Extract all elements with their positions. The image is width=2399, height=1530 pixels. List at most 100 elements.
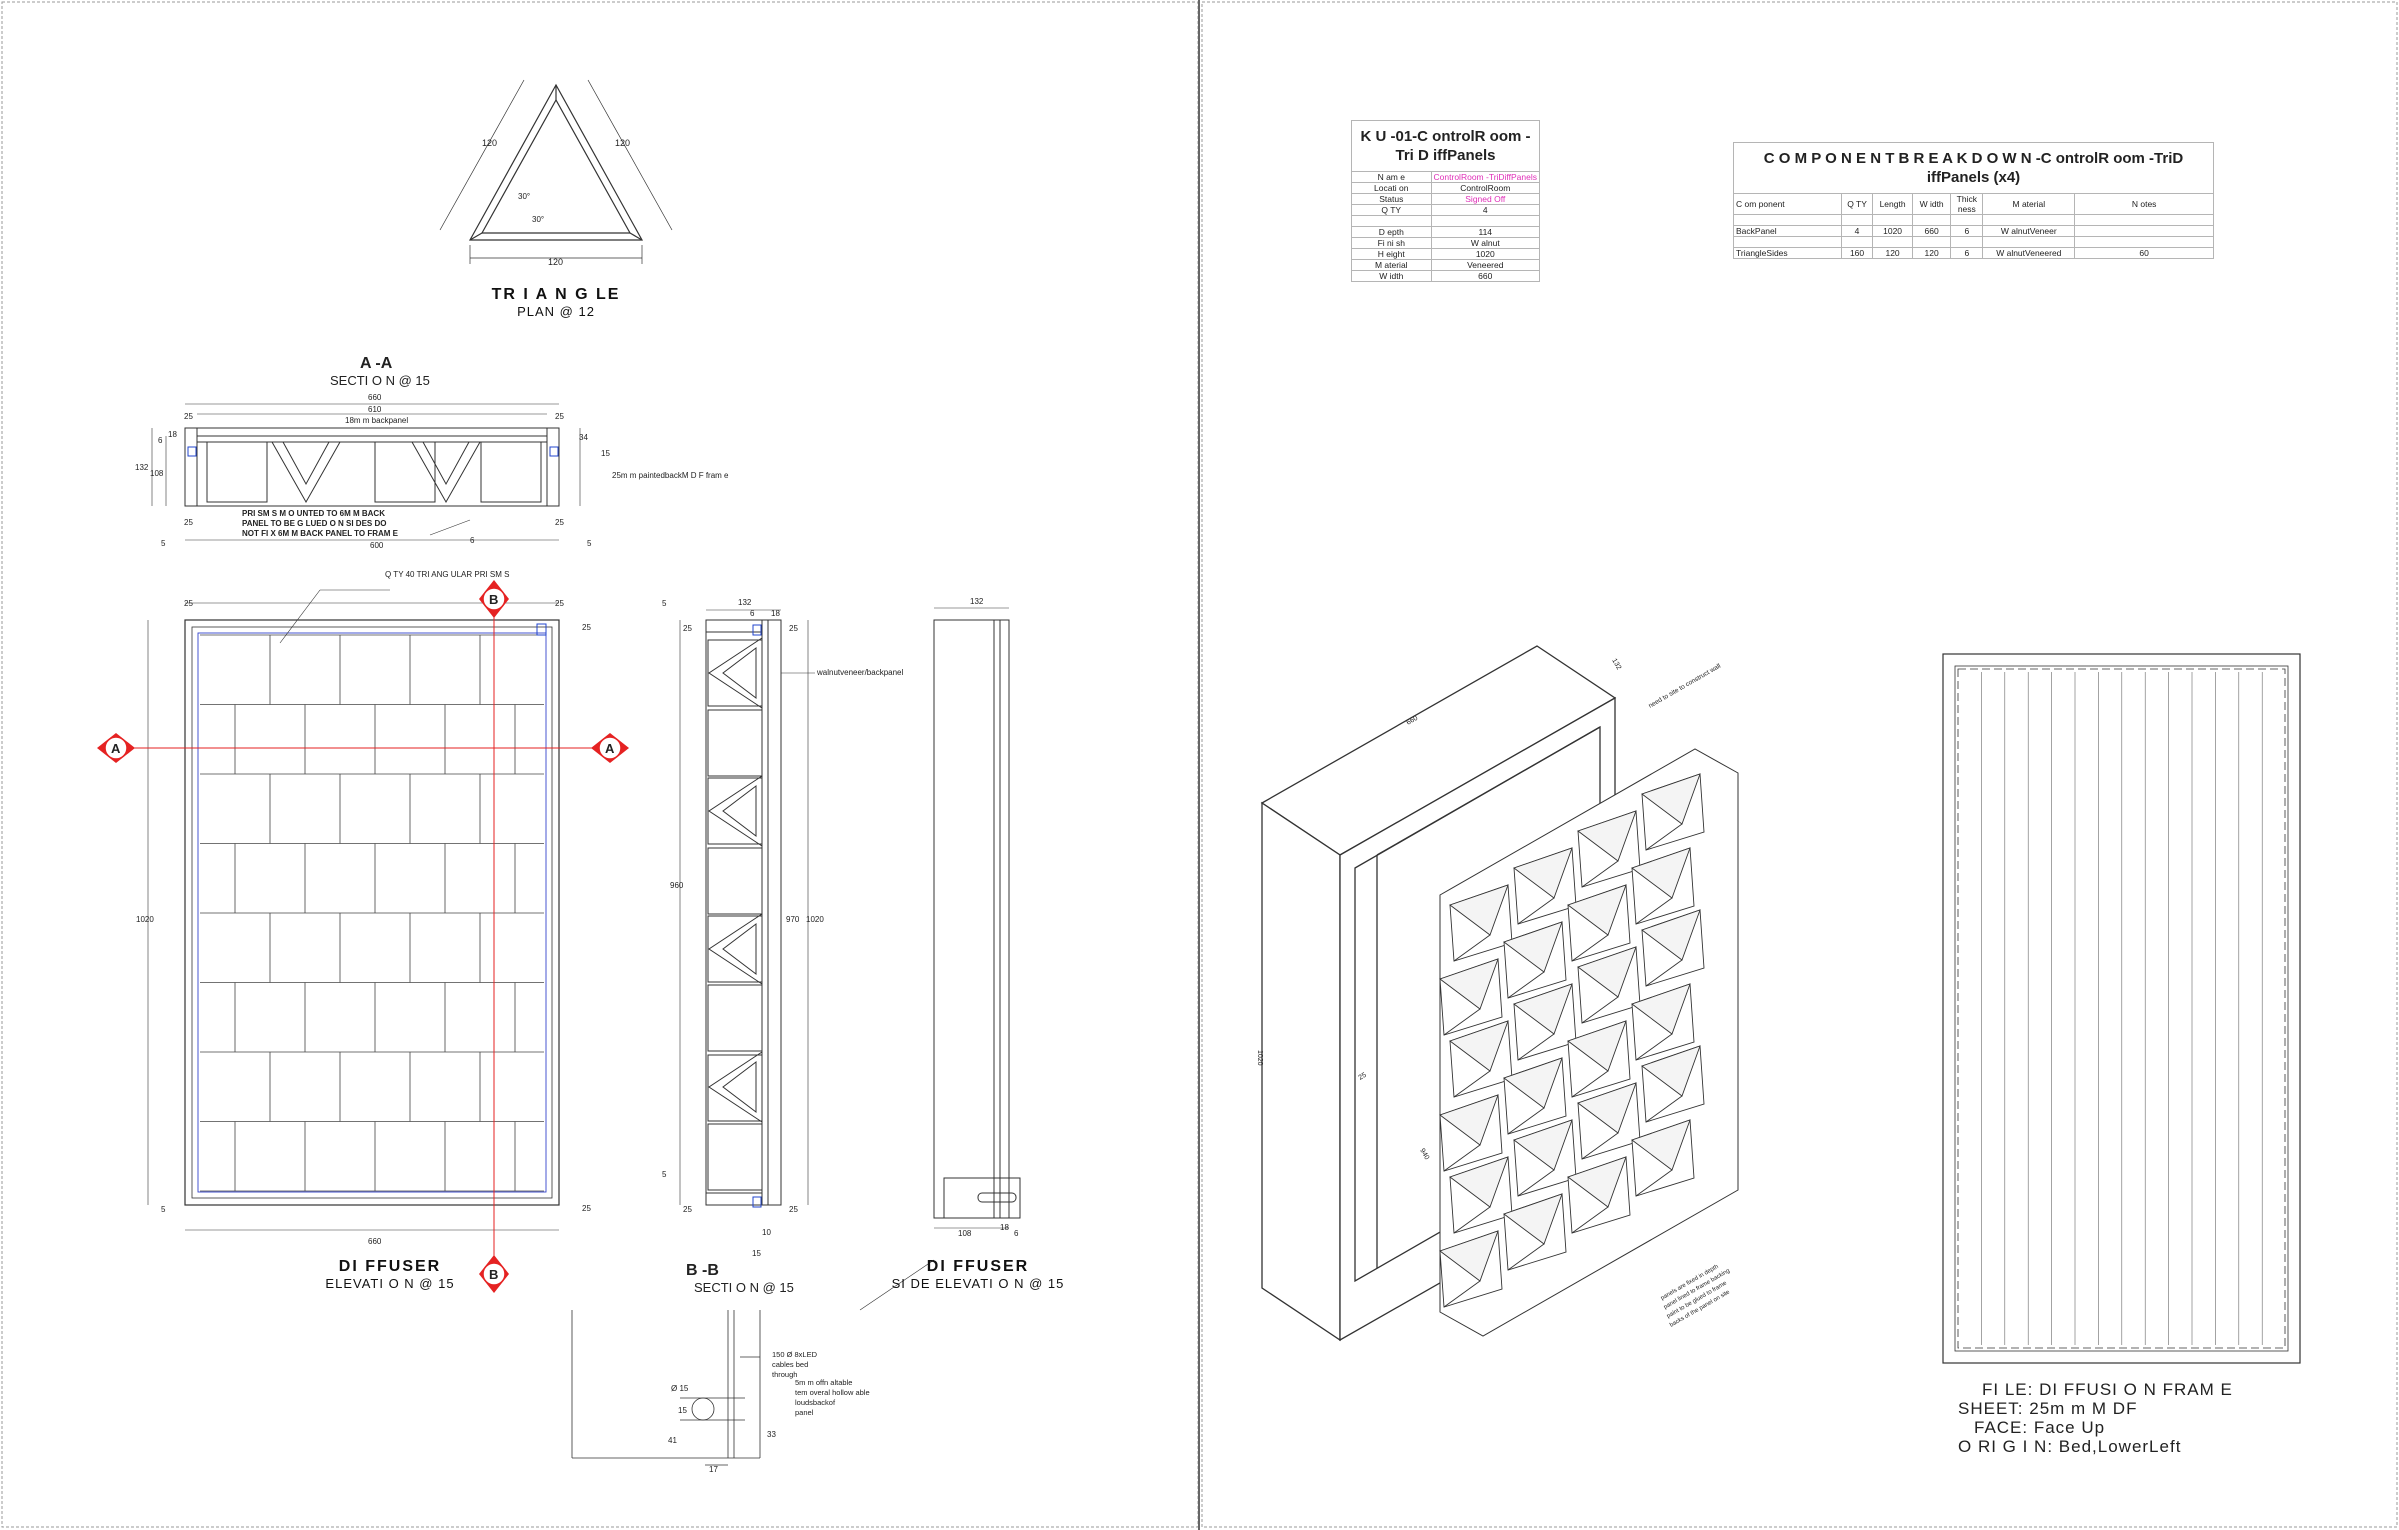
section-bb-dim: 5 <box>662 599 667 608</box>
section-marker-a-left: A <box>97 733 135 763</box>
iso-prism-edge <box>1453 1070 1491 1098</box>
iso-prism-edge <box>1507 1107 1545 1135</box>
info-key: M aterial <box>1351 259 1432 271</box>
iso-prism-face <box>1567 1020 1627 1072</box>
triangle-dim-right: 120 <box>615 138 630 148</box>
elev-dim-bottom-left: 5 <box>161 1205 166 1214</box>
info-key: H eight <box>1351 248 1432 260</box>
component-cell <box>1872 214 1913 226</box>
component-table: C O M P O N E N T B R E A K D O W N -C o… <box>1733 142 2214 259</box>
iso-prism-edge <box>1571 934 1609 962</box>
component-cell: 4 <box>1840 225 1874 237</box>
section-marker-a-right: A <box>591 733 629 763</box>
info-key: Fi ni sh <box>1351 237 1432 249</box>
section-bb-dim: 25 <box>789 1205 798 1214</box>
triangle-angle-2: 30° <box>532 215 544 224</box>
svg-text:A: A <box>605 741 615 756</box>
iso-prism-face <box>1641 1045 1701 1097</box>
iso-label: 940 <box>1418 1148 1430 1162</box>
iso-prism-face <box>1503 921 1563 973</box>
iso-prism-edge <box>1581 860 1619 888</box>
iso-prism-edge <box>1571 1070 1609 1098</box>
iso-label: 1020 <box>1256 1050 1263 1066</box>
component-cell: BackPanel <box>1733 225 1842 237</box>
iso-prism-edge <box>1453 934 1491 962</box>
info-key: W idth <box>1351 270 1432 282</box>
info-table: K U -01-C ontrolR oom -Tri D iffPanels N… <box>1351 120 1541 282</box>
component-cell <box>1911 236 1952 248</box>
component-cell <box>1982 214 2076 226</box>
iso-prism-edge <box>1507 1243 1545 1271</box>
iso-prism-edge <box>1645 1095 1683 1123</box>
side-elev-dim: 132 <box>970 597 984 606</box>
file-note: FI LE: DI FFUSI O N FRAM E SHEET: 25m m … <box>1958 1380 2233 1456</box>
info-value: ControlRoom <box>1430 182 1541 194</box>
component-cell: 6 <box>1950 247 1984 259</box>
info-value: 660 <box>1430 270 1541 282</box>
triangle-angle-1: 30° <box>518 192 530 201</box>
component-cell <box>1733 236 1842 248</box>
iso-prism-face <box>1439 958 1499 1010</box>
file-note-line: O RI G I N: Bed,LowerLeft <box>1958 1437 2182 1456</box>
component-column-header: N otes <box>2074 193 2214 215</box>
iso-prism-face <box>1449 884 1509 936</box>
side-elevation-subtitle: SI DE ELEVATI O N @ 15 <box>891 1276 1065 1291</box>
iso-prism-edge <box>1581 1132 1619 1160</box>
section-bb-dim: 960 <box>670 881 684 890</box>
section-aa-dim: 25 <box>184 518 193 527</box>
section-bb-title: B -B <box>686 1262 719 1279</box>
section-bb-dim: 15 <box>752 1249 761 1258</box>
info-value: W alnut <box>1430 237 1541 249</box>
section-marker-b-bottom: B <box>479 1255 509 1293</box>
iso-prism-edge <box>1635 1033 1673 1061</box>
iso-prism-face <box>1439 1094 1499 1146</box>
side-elevation-title-block: DI FFUSER SI DE ELEVATI O N @ 15 <box>888 1258 1068 1291</box>
iso-prism-face <box>1577 946 1637 998</box>
triangle-plan <box>439 79 673 264</box>
iso-prism-face <box>1449 1020 1509 1072</box>
section-aa-dim: 132 <box>135 463 149 472</box>
section-marker-b-top: B <box>479 580 509 618</box>
iso-prism-edge <box>1581 996 1619 1024</box>
iso-prism-face <box>1439 1230 1499 1282</box>
side-elevation-drawing <box>859 607 1021 1311</box>
elev-dim-top-left: 25 <box>184 599 193 608</box>
info-table-row <box>1351 215 1541 227</box>
side-elev-dim: 18 <box>1000 1223 1009 1232</box>
detail-note: panel <box>795 1408 814 1417</box>
info-value <box>1430 215 1541 227</box>
iso-prism-face <box>1577 1082 1637 1134</box>
section-aa-drawing <box>151 403 581 541</box>
iso-prism-edge <box>1443 1280 1481 1308</box>
component-cell <box>1950 214 1984 226</box>
iso-prism-face <box>1577 810 1637 862</box>
section-bb-dim: 970 <box>786 915 800 924</box>
triangle-dim-left: 120 <box>482 138 497 148</box>
component-cell <box>1911 214 1952 226</box>
elev-dim-width: 660 <box>368 1237 382 1246</box>
component-cell: 120 <box>1911 247 1952 259</box>
component-table-row <box>1733 214 2214 226</box>
section-aa-dim: 610 <box>368 405 382 414</box>
iso-prism-edge <box>1635 1169 1673 1197</box>
elev-dim-right-inner: 25 <box>582 623 591 632</box>
iso-prism-edge <box>1517 1033 1555 1061</box>
iso-label: need to site to construct wall <box>1648 662 1723 709</box>
component-cell <box>2074 225 2214 237</box>
section-bb-dim: 10 <box>762 1228 771 1237</box>
iso-prism-edge <box>1571 1206 1609 1234</box>
info-key: Q TY <box>1351 204 1432 216</box>
info-value: Signed Off <box>1430 193 1541 205</box>
section-aa-marker: A -A <box>360 355 393 372</box>
section-aa-side-note: 25m m paintedbackM D F fram e <box>612 471 729 480</box>
info-key: Locati on <box>1351 182 1432 194</box>
section-aa-dim: 34 <box>579 433 588 442</box>
component-cell: TriangleSides <box>1733 247 1842 259</box>
iso-prism-edge <box>1645 959 1683 987</box>
info-value: ControlRoom -TriDiffPanels <box>1430 171 1541 183</box>
